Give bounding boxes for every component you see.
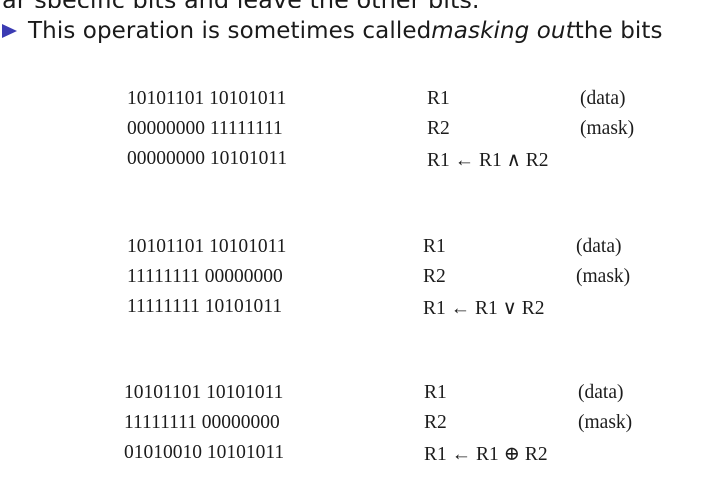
table-row: 11111111 00000000 R2 (mask) bbox=[0, 266, 703, 296]
register-expression: R1 ← R1 ⊕ R2 bbox=[424, 444, 548, 465]
triangle-bullet-icon bbox=[2, 24, 17, 38]
bullet-text-start: This operation is sometimes called bbox=[28, 18, 432, 44]
row-note: (mask) bbox=[576, 266, 631, 287]
table-row: 01010010 10101011 R1 ← R1 ⊕ R2 bbox=[0, 442, 703, 472]
table-row: 10101101 10101011 R1 (data) bbox=[0, 382, 703, 412]
bit-pattern: 10101101 10101011 bbox=[124, 382, 284, 403]
row-note: (data) bbox=[578, 382, 624, 403]
bullet-point: This operation is sometimes called maski… bbox=[0, 14, 663, 48]
register-expression: R2 bbox=[424, 412, 447, 433]
row-note: (data) bbox=[580, 88, 626, 109]
bit-pattern: 00000000 11111111 bbox=[127, 118, 283, 139]
table-row: 11111111 00000000 R2 (mask) bbox=[0, 412, 703, 442]
row-note: (mask) bbox=[580, 118, 635, 139]
bit-pattern: 01010010 10101011 bbox=[124, 442, 285, 463]
table-row: 00000000 11111111 R2 (mask) bbox=[0, 118, 703, 148]
table-row: 00000000 10101011 R1 ← R1 ∧ R2 bbox=[0, 148, 703, 178]
table-row: 10101101 10101011 R1 (data) bbox=[0, 88, 703, 118]
bit-pattern: 11111111 00000000 bbox=[124, 412, 280, 433]
row-note: (mask) bbox=[578, 412, 633, 433]
register-expression: R1 ← R1 ∨ R2 bbox=[423, 298, 545, 319]
table-row: 11111111 10101011 R1 ← R1 ∨ R2 bbox=[0, 296, 703, 326]
cut-off-previous-line: ar specific bits and leave the other bit… bbox=[0, 0, 703, 8]
bit-pattern: 11111111 00000000 bbox=[127, 266, 283, 287]
table-row: 10101101 10101011 R1 (data) bbox=[0, 236, 703, 266]
register-expression: R1 bbox=[427, 88, 450, 109]
bullet-text-end: the bits bbox=[574, 18, 663, 44]
row-note: (data) bbox=[576, 236, 622, 257]
bit-pattern: 10101101 10101011 bbox=[127, 236, 287, 257]
bit-pattern: 00000000 10101011 bbox=[127, 148, 288, 169]
bit-pattern: 10101101 10101011 bbox=[127, 88, 287, 109]
register-expression: R2 bbox=[423, 266, 446, 287]
bullet-text-emphasis: masking out bbox=[431, 18, 575, 44]
register-expression: R2 bbox=[427, 118, 450, 139]
register-expression: R1 bbox=[424, 382, 447, 403]
register-expression: R1 ← R1 ∧ R2 bbox=[427, 150, 549, 171]
register-expression: R1 bbox=[423, 236, 446, 257]
bit-pattern: 11111111 10101011 bbox=[127, 296, 283, 317]
